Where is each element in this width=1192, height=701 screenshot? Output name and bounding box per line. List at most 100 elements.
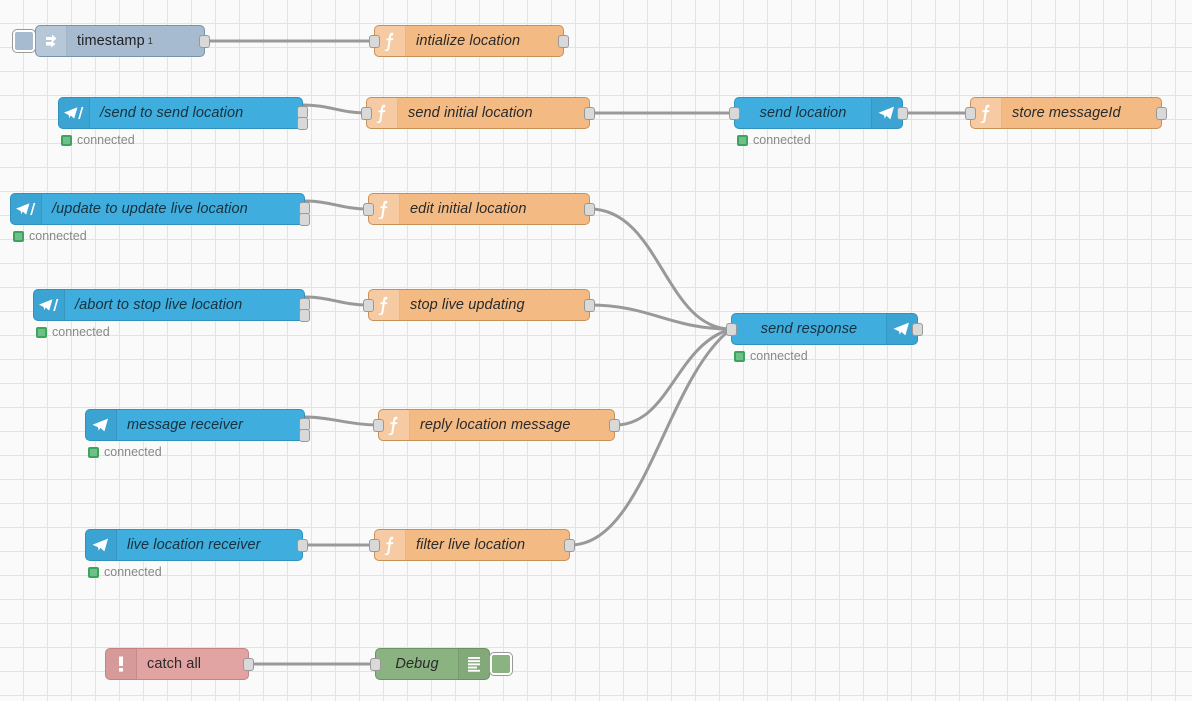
- output-port[interactable]: [243, 657, 254, 671]
- input-port[interactable]: [361, 106, 372, 120]
- input-port[interactable]: [726, 322, 737, 336]
- wire-abort-to-stoplive: [303, 295, 370, 307]
- input-port[interactable]: [373, 418, 384, 432]
- wire-stoplive-to-response: [588, 303, 733, 331]
- debug-toggle-button[interactable]: [489, 652, 513, 676]
- output-port-2[interactable]: [297, 117, 308, 130]
- exclamation-icon: [106, 649, 137, 679]
- input-port[interactable]: [370, 657, 381, 671]
- node-label: /update to update live location: [52, 201, 248, 217]
- output-port[interactable]: [199, 34, 210, 48]
- node-function-send-initial-location[interactable]: send initial location: [361, 97, 595, 129]
- node-label: catch all: [147, 656, 202, 672]
- output-port[interactable]: [558, 34, 569, 48]
- function-f-icon: [375, 26, 406, 56]
- telegram-icon: [871, 98, 902, 128]
- input-port[interactable]: [363, 202, 374, 216]
- output-port-2[interactable]: [299, 213, 310, 226]
- node-label: message receiver: [127, 417, 244, 433]
- status-dot-icon: [734, 350, 745, 362]
- telegram-command-icon: [59, 98, 90, 128]
- node-status: connected: [734, 349, 808, 363]
- function-f-icon: [367, 98, 398, 128]
- node-status: connected: [88, 565, 162, 579]
- output-port[interactable]: [584, 298, 595, 312]
- input-port[interactable]: [369, 538, 380, 552]
- output-port[interactable]: [1156, 106, 1167, 120]
- node-label: stop live updating: [410, 297, 525, 313]
- status-label: connected: [104, 445, 162, 459]
- telegram-command-icon: [34, 290, 65, 320]
- status-dot-icon: [737, 134, 748, 146]
- telegram-command-icon: [11, 194, 42, 224]
- node-status: connected: [61, 133, 135, 147]
- input-port[interactable]: [729, 106, 740, 120]
- output-port[interactable]: [584, 202, 595, 216]
- status-label: connected: [29, 229, 87, 243]
- node-label: Debug: [395, 656, 439, 672]
- node-telegram-send-command[interactable]: /send to send location connected: [58, 97, 308, 147]
- function-f-icon: [971, 98, 1002, 128]
- status-label: connected: [104, 565, 162, 579]
- output-port-2[interactable]: [299, 429, 310, 442]
- input-port[interactable]: [369, 34, 380, 48]
- telegram-icon: [886, 314, 917, 344]
- node-function-stop-live-updating[interactable]: stop live updating: [363, 289, 595, 321]
- input-port[interactable]: [965, 106, 976, 120]
- status-dot-icon: [61, 134, 72, 146]
- node-telegram-live-location-receiver[interactable]: live location receiver connected: [85, 529, 308, 579]
- status-dot-icon: [88, 566, 99, 578]
- node-label: intialize location: [416, 33, 521, 49]
- output-port[interactable]: [897, 106, 908, 120]
- node-catch-all[interactable]: catch all: [105, 648, 254, 680]
- wire-msgreceiver-to-reply: [303, 415, 380, 427]
- debug-lines-icon: [458, 649, 489, 679]
- output-port-2[interactable]: [299, 309, 310, 322]
- node-telegram-abort-command[interactable]: /abort to stop live location connected: [33, 289, 310, 339]
- node-label: live location receiver: [127, 537, 261, 553]
- node-debug[interactable]: Debug: [370, 648, 513, 680]
- function-f-icon: [375, 530, 406, 560]
- node-label: send location: [759, 105, 847, 121]
- output-port[interactable]: [584, 106, 595, 120]
- node-function-reply-location-message[interactable]: reply location message: [373, 409, 620, 441]
- output-port[interactable]: [609, 418, 620, 432]
- node-label: /abort to stop live location: [75, 297, 243, 313]
- node-telegram-update-command[interactable]: /update to update live location connecte…: [10, 193, 310, 243]
- function-f-icon: [379, 410, 410, 440]
- node-function-filter-live-location[interactable]: filter live location: [369, 529, 575, 561]
- node-status: connected: [13, 229, 87, 243]
- status-dot-icon: [13, 230, 24, 242]
- node-status: connected: [88, 445, 162, 459]
- node-label: /send to send location: [100, 105, 244, 121]
- status-dot-icon: [36, 326, 47, 338]
- status-label: connected: [77, 133, 135, 147]
- node-telegram-send-location[interactable]: send location connected: [729, 97, 908, 147]
- inject-trigger-button[interactable]: [12, 29, 36, 53]
- wire-editinitial-to-response: [588, 207, 733, 331]
- node-label: filter live location: [416, 537, 526, 553]
- node-function-store-messageid[interactable]: store messageId: [965, 97, 1167, 129]
- node-label: reply location message: [420, 417, 571, 433]
- inject-timestamp-text: timestamp: [77, 33, 145, 49]
- node-telegram-message-receiver[interactable]: message receiver connected: [85, 409, 310, 459]
- function-f-icon: [369, 194, 400, 224]
- output-port[interactable]: [297, 538, 308, 552]
- node-function-intialize-location[interactable]: intialize location: [369, 25, 569, 57]
- node-function-edit-initial-location[interactable]: edit initial location: [363, 193, 595, 225]
- status-label: connected: [750, 349, 808, 363]
- status-label: connected: [753, 133, 811, 147]
- wire-send-to-sendinitial: [301, 103, 368, 115]
- telegram-icon: [86, 530, 117, 560]
- input-port[interactable]: [363, 298, 374, 312]
- status-dot-icon: [88, 446, 99, 458]
- status-label: connected: [52, 325, 110, 339]
- wire-reply-to-response: [613, 327, 733, 427]
- node-telegram-send-response[interactable]: send response connected: [726, 313, 923, 363]
- node-label: store messageId: [1012, 105, 1121, 121]
- node-label: edit initial location: [410, 201, 527, 217]
- output-port[interactable]: [912, 322, 923, 336]
- output-port[interactable]: [564, 538, 575, 552]
